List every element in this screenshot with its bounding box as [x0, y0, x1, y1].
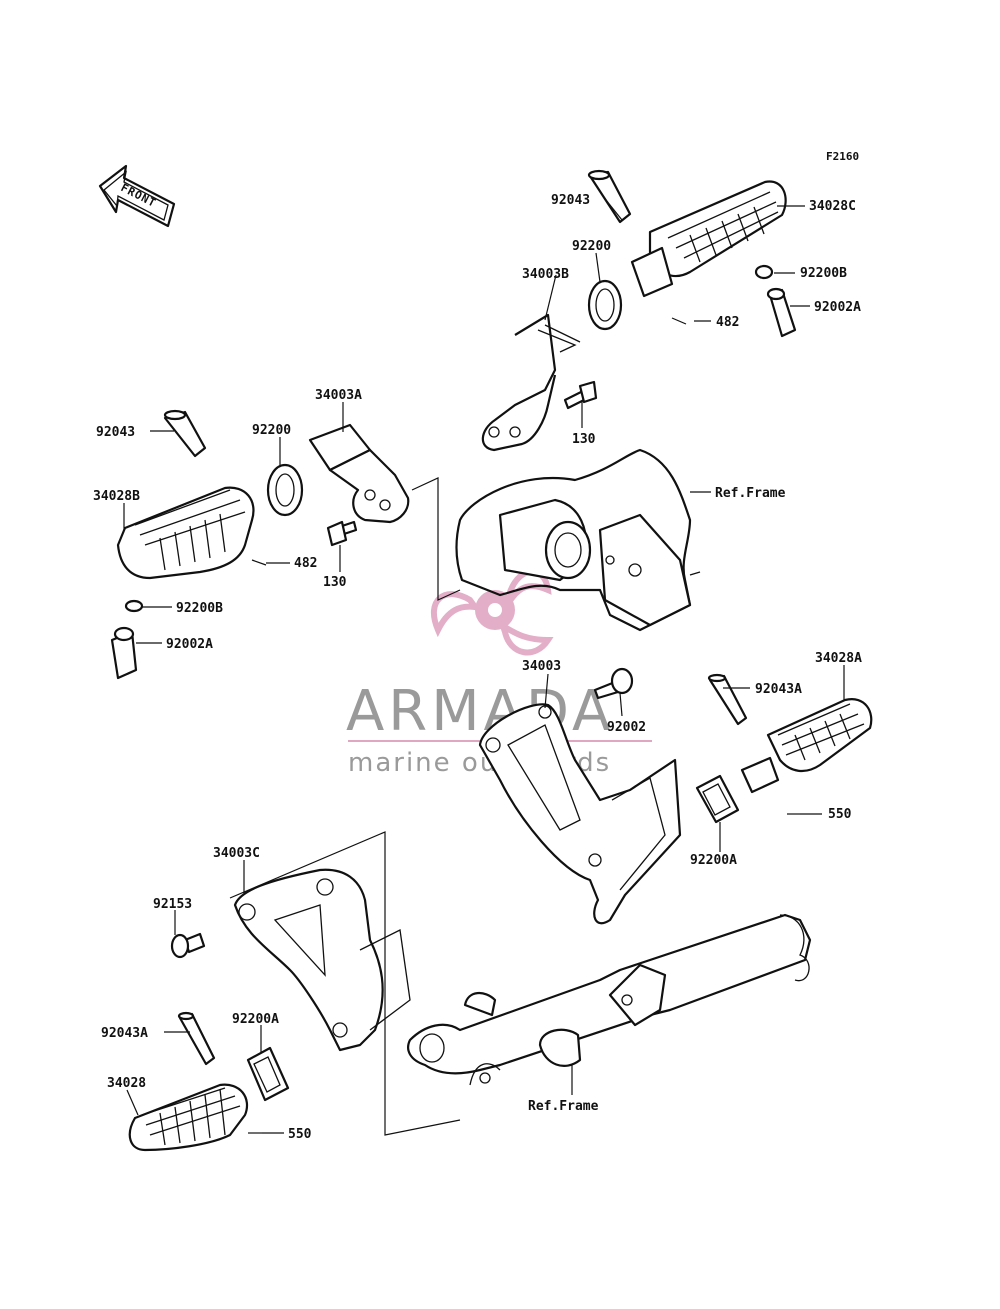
part-labels: 92043 34028C 92200 34003B 92200B 92002A …	[93, 193, 862, 1142]
label-34028C: 34028C	[809, 199, 856, 214]
frame-bottom	[407, 913, 812, 1086]
label-92043A-left: 92043A	[101, 1026, 148, 1041]
label-92200A-left: 92200A	[232, 1012, 279, 1027]
label-550-right: 550	[828, 807, 852, 822]
washer-92200-left	[266, 463, 304, 517]
label-92200B-left: 92200B	[176, 601, 223, 616]
label-34028: 34028	[107, 1076, 146, 1091]
bracket-34003	[478, 703, 682, 925]
label-130-top: 130	[572, 432, 596, 447]
frame-center	[455, 448, 701, 632]
bracket-34003B	[481, 313, 581, 452]
bolt-92002	[593, 667, 634, 700]
washer-92200A-right	[695, 774, 740, 824]
pin-92043-top	[587, 169, 632, 224]
label-34028A: 34028A	[815, 651, 862, 666]
label-92200B-top: 92200B	[800, 266, 847, 281]
label-92002A-top: 92002A	[814, 300, 861, 315]
bolt-130-left	[326, 520, 358, 547]
label-92043-left: 92043	[96, 425, 135, 440]
label-482-left: 482	[294, 556, 317, 571]
washer-92200B-left	[124, 599, 144, 613]
label-482-top: 482	[716, 315, 739, 330]
footpeg-34028A	[740, 698, 873, 794]
pin-92043A-left	[177, 1011, 216, 1066]
washer-92200-top	[587, 279, 623, 331]
label-550-left: 550	[288, 1127, 312, 1142]
footpeg-34028C	[630, 180, 787, 298]
label-92043A-right: 92043A	[755, 682, 802, 697]
washer-92200A-left	[246, 1046, 290, 1102]
watermark-brand: ARMADA	[346, 679, 614, 744]
label-34028B: 34028B	[93, 489, 140, 504]
bolt-92002A-left	[110, 626, 138, 680]
label-92043-top: 92043	[551, 193, 590, 208]
bracket-34003C	[233, 868, 411, 1052]
label-92200-top: 92200	[572, 239, 611, 254]
armada-logo-icon	[430, 568, 554, 656]
washer-92200B-top	[754, 264, 774, 280]
footpeg-34028B	[116, 486, 255, 580]
label-34003A: 34003A	[315, 388, 362, 403]
label-92002: 92002	[607, 720, 646, 735]
label-34003B: 34003B	[522, 267, 569, 282]
pin-92043-left	[163, 409, 207, 458]
label-130-left: 130	[323, 575, 347, 590]
footpeg-34028	[128, 1083, 248, 1152]
label-92200-left: 92200	[252, 423, 291, 438]
label-34003: 34003	[522, 659, 561, 674]
label-92002A-left: 92002A	[166, 637, 213, 652]
label-92153: 92153	[153, 897, 192, 912]
leader-lines	[123, 199, 845, 1134]
pin-92043A-right	[707, 673, 748, 726]
label-ref-frame-top: Ref.Frame	[715, 486, 786, 501]
bolt-92002A-top	[766, 287, 797, 338]
bolt-92153	[170, 932, 206, 959]
bolt-130-top	[563, 380, 598, 410]
label-ref-frame-bottom: Ref.Frame	[528, 1099, 599, 1114]
bracket-34003A	[308, 423, 410, 524]
label-92200A-right: 92200A	[690, 853, 737, 868]
diagram-code: F2160	[826, 150, 859, 163]
label-34003C: 34003C	[213, 846, 260, 861]
front-arrow-icon: FRONT	[98, 164, 176, 228]
